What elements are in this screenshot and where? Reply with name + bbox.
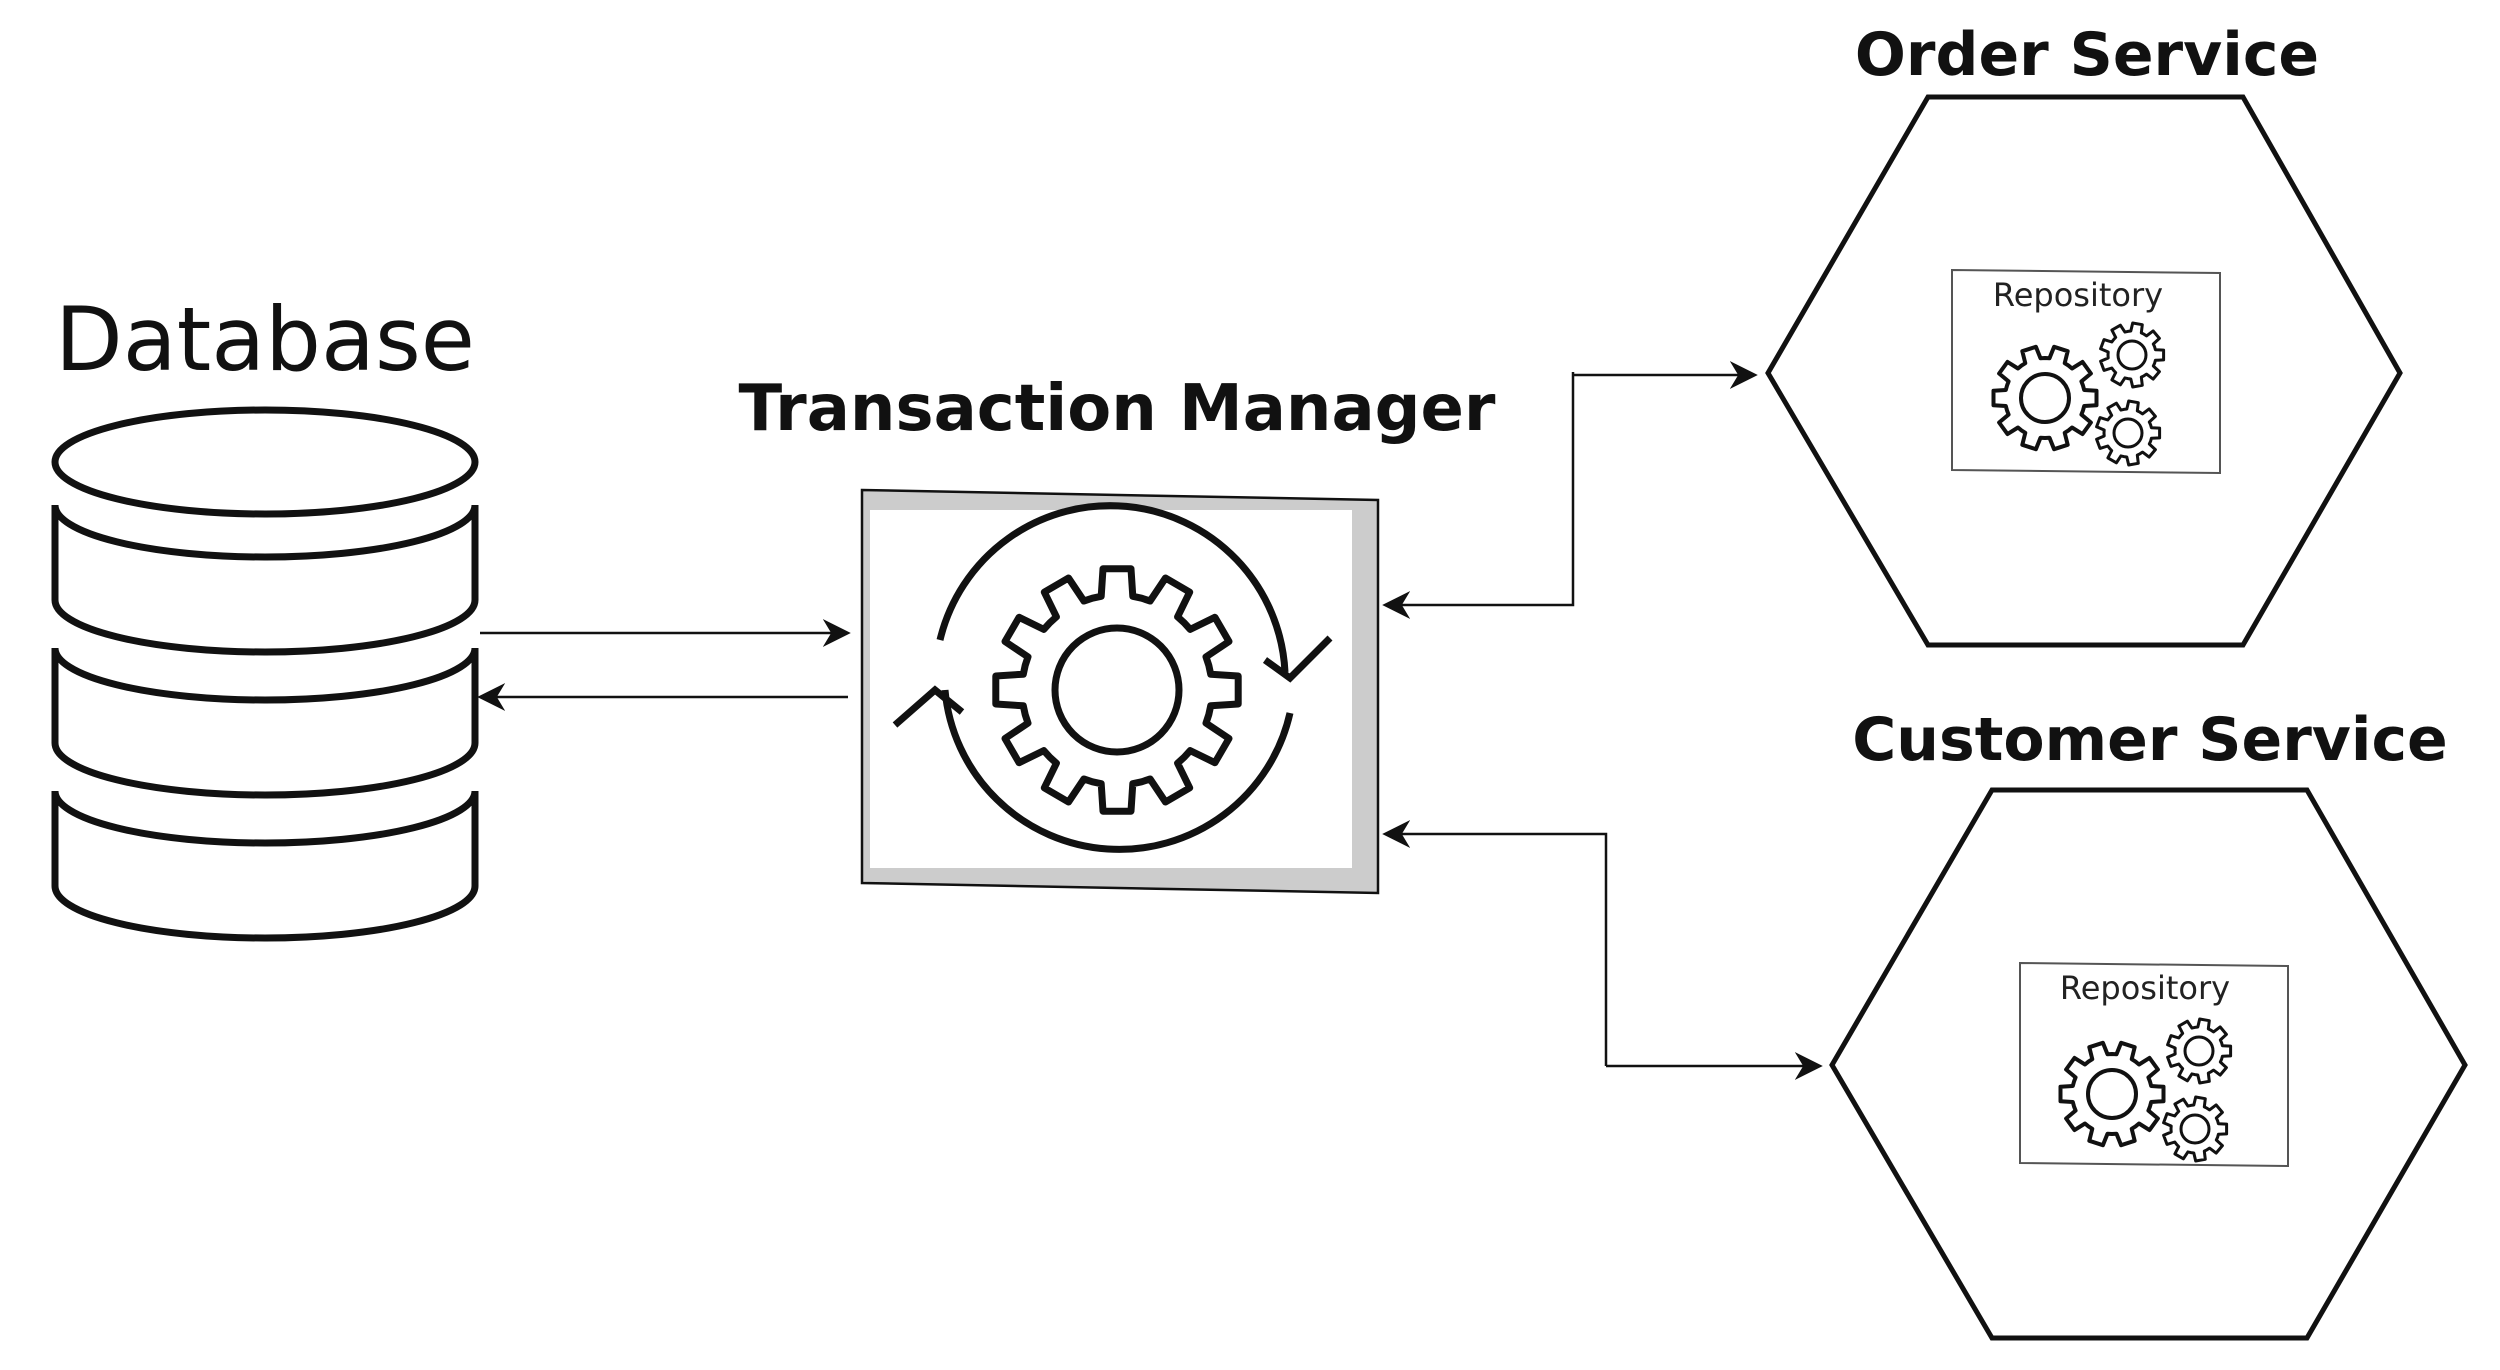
- order-service-node[interactable]: Order Service Repository: [1765, 20, 2403, 648]
- edge-customer-service-to-transaction-manager: [1382, 820, 1608, 1066]
- customer-repository-label: Repository: [2060, 969, 2230, 1007]
- gear-shape: [1991, 344, 2099, 452]
- gears-icon: [1991, 321, 2166, 467]
- gear-shape: [2058, 1040, 2166, 1148]
- gear-hole: [2086, 1068, 2138, 1120]
- database-node[interactable]: Database: [51, 288, 479, 942]
- gear-hole: [2179, 1113, 2211, 1145]
- gear-hole: [2116, 339, 2148, 371]
- order-repository-box: Repository: [1951, 268, 2221, 475]
- gear-sync-icon: [892, 502, 1333, 853]
- connectors: [477, 361, 1823, 1080]
- gear-hole: [2183, 1035, 2215, 1067]
- gear-hole: [1051, 624, 1183, 756]
- gear-shape: [2162, 1095, 2229, 1163]
- gear-shape: [992, 565, 1242, 815]
- transaction-manager-node[interactable]: Transaction Manager: [739, 372, 1496, 895]
- gear-hole: [2112, 417, 2144, 449]
- order-repository-label: Repository: [1993, 276, 2163, 314]
- gears-icon: [2058, 1017, 2233, 1163]
- customer-service-label: Customer Service: [1852, 705, 2448, 775]
- transaction-manager-label: Transaction Manager: [739, 372, 1496, 446]
- gear-shape: [2095, 399, 2162, 467]
- database-label: Database: [55, 288, 475, 391]
- edge-order-service-to-transaction-manager: [1382, 372, 1575, 619]
- customer-service-node[interactable]: Customer Service Repository: [1829, 705, 2468, 1341]
- gear-shape: [2099, 321, 2166, 389]
- order-service-label: Order Service: [1855, 20, 2319, 90]
- gear-shape: [2166, 1017, 2233, 1085]
- database-cylinder-icon: [51, 406, 479, 942]
- customer-repository-box: Repository: [2019, 961, 2289, 1168]
- gear-hole: [2019, 372, 2071, 424]
